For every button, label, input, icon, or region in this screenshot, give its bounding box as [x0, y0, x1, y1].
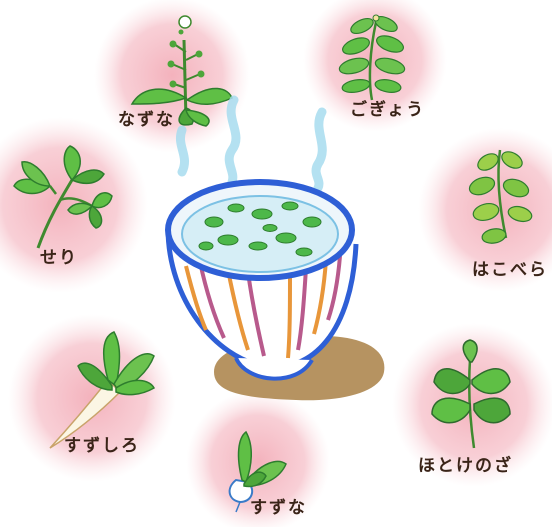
- label-hakobera: はこべら: [472, 260, 548, 280]
- label-hotokenoza: ほとけのざ: [418, 456, 513, 476]
- label-suzushiro: すずしろ: [64, 436, 140, 456]
- suzuna-icon: [228, 430, 287, 513]
- hakobera-icon: [468, 149, 533, 244]
- circle-hotokenoza: [392, 323, 552, 487]
- hotokenoza-icon: [431, 339, 511, 449]
- gogyou-icon: [338, 14, 406, 101]
- circle-gogyou: [303, 0, 447, 132]
- circle-suzushiro: [8, 314, 176, 482]
- circle-suzuna: [186, 390, 330, 527]
- label-nazuna: なずな: [118, 110, 175, 130]
- label-suzuna: すずな: [250, 498, 307, 518]
- bowl-icon: [165, 179, 359, 381]
- circle-nazuna: [94, 0, 250, 153]
- label-gogyou: ごぎょう: [350, 100, 426, 120]
- suzushiro-icon: [49, 331, 155, 449]
- seri-icon: [13, 145, 113, 249]
- steam-icon: [176, 95, 327, 193]
- nazuna-icon: [130, 15, 233, 127]
- label-seri: せり: [40, 248, 78, 268]
